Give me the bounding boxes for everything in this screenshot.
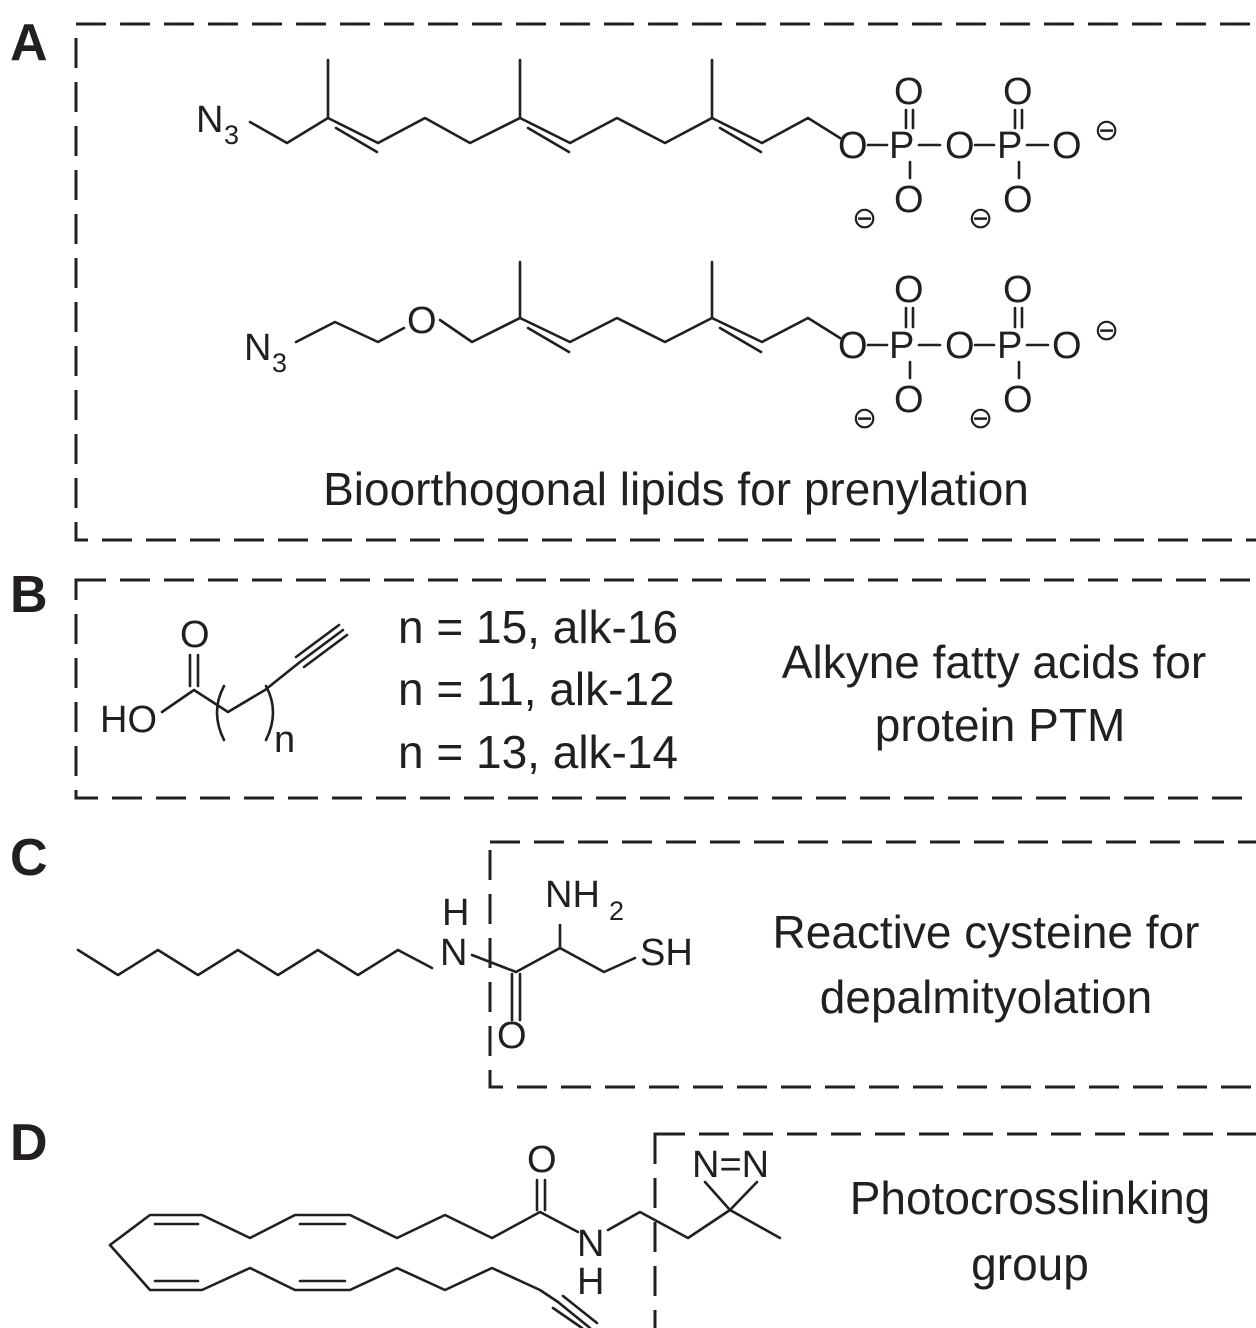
phosphorus-1b: P — [889, 325, 914, 367]
panel-d-letter: D — [10, 1114, 48, 1172]
p2-oxo: O — [1003, 71, 1033, 113]
charge-p1: ⊖ — [852, 202, 877, 235]
isoprenoid-chain-bonds — [248, 116, 842, 145]
azide-label: N — [196, 99, 223, 141]
panel-c-highlight-box — [488, 840, 1256, 1089]
azido-farnesyl-diphosphate: N 3 O P O P O ⊖ O O O ⊖ O ⊖ — [196, 58, 1119, 235]
p2-oxo-b: O — [1003, 269, 1033, 311]
panel-d: D O N H N=N Photocrosslinking group — [10, 1114, 1256, 1328]
variant-alk-16: n = 15, alk-16 — [398, 601, 678, 653]
phosphate-o-bridge-1b: O — [838, 325, 868, 367]
panel-c-letter: C — [10, 829, 48, 887]
phosphate-o-bridge-2b: O — [945, 325, 975, 367]
azide-subscript: 3 — [224, 120, 239, 150]
ether-oxygen: O — [407, 300, 437, 342]
panel-d-highlight-box — [653, 1132, 1256, 1328]
phosphorus-1: P — [889, 125, 914, 167]
p1-o-minus: O — [894, 179, 924, 221]
amine-label: NH — [545, 874, 600, 916]
azide-subscript-2: 3 — [272, 348, 287, 378]
panel-b-caption-line-1: Alkyne fatty acids for — [782, 636, 1206, 688]
carbonyl-oxygen-c: O — [497, 1015, 527, 1057]
azido-ether-geranyl-diphosphate: N 3 O O P O P O ⊖ O O O ⊖ O ⊖ — [244, 260, 1119, 435]
panel-b-highlight-box — [74, 578, 1256, 800]
panel-a-letter: A — [10, 14, 48, 72]
p2-o-minus: O — [1003, 179, 1033, 221]
azide-label-2: N — [244, 327, 271, 369]
amide-h-d: H — [577, 1261, 604, 1303]
p1-oxo: O — [894, 71, 924, 113]
diazirine-ring — [703, 1180, 759, 1212]
amide-n-c: N — [440, 932, 467, 974]
charge-p1-b: ⊖ — [852, 402, 877, 435]
phosphate-o-terminal: O — [1052, 125, 1082, 167]
panel-a-highlight-box — [74, 22, 1256, 542]
upper-polyene-chain — [108, 1210, 580, 1247]
amide-n-d: N — [577, 1223, 604, 1265]
thiol-label: SH — [640, 932, 693, 974]
geranyl-chain-bonds — [438, 316, 842, 344]
p1-oxo-b: O — [894, 269, 924, 311]
double-bond-lines — [334, 126, 763, 154]
panel-b-letter: B — [10, 566, 48, 624]
p1-o-minus-b: O — [894, 379, 924, 421]
panel-b: B O HO n n = 15, alk-16 n = 11, alk-12 n… — [10, 566, 1256, 800]
diazirine-label: N=N — [692, 1144, 769, 1186]
carbonyl-oxygen-b: O — [180, 614, 210, 656]
alkyl-chain — [76, 948, 434, 977]
hydroxyl-label: HO — [100, 699, 157, 741]
panel-a: A N 3 O P O P O ⊖ O O O ⊖ O — [10, 14, 1256, 542]
repeat-n: n — [274, 719, 295, 761]
phosphate-o-terminal-b: O — [1052, 325, 1082, 367]
p2-o-minus-b: O — [1003, 379, 1033, 421]
charge-terminal: ⊖ — [1094, 114, 1119, 147]
carbonyl-c-double-bond — [510, 972, 522, 1022]
panel-a-caption: Bioorthogonal lipids for prenylation — [323, 463, 1029, 515]
panel-d-caption-line-1: Photocrosslinking — [850, 1172, 1211, 1224]
charge-p2-b: ⊖ — [968, 402, 993, 435]
panel-d-caption-line-2: group — [971, 1238, 1089, 1290]
charge-terminal-b: ⊖ — [1094, 314, 1119, 347]
amide-h-c: H — [442, 892, 469, 934]
panel-c-caption-line-2: depalmityolation — [820, 971, 1152, 1023]
phosphate-o-bridge-1: O — [838, 125, 868, 167]
phosphorus-2: P — [997, 125, 1022, 167]
amine-subscript: 2 — [609, 896, 624, 926]
carbonyl-oxygen-d: O — [527, 1139, 557, 1181]
fatty-acid-chain — [160, 660, 302, 714]
variant-alk-14: n = 13, alk-14 — [398, 726, 678, 778]
panel-b-caption-line-2: protein PTM — [875, 699, 1126, 751]
repeat-bracket-right — [264, 684, 275, 742]
terminal-alkyne — [294, 623, 349, 669]
panel-c: C H N O NH 2 SH Reactive cysteine for de… — [10, 829, 1256, 1089]
panel-c-caption-line-1: Reactive cysteine for — [773, 906, 1200, 958]
phosphorus-2b: P — [997, 325, 1022, 367]
charge-p2: ⊖ — [968, 202, 993, 235]
lower-polyene-chain — [108, 1243, 560, 1304]
terminal-alkyne-d — [551, 1294, 599, 1328]
methyl-branches — [326, 58, 714, 120]
repeat-bracket-left — [215, 684, 226, 742]
phosphate-o-bridge-2: O — [945, 125, 975, 167]
variant-alk-12: n = 11, alk-12 — [398, 663, 675, 715]
